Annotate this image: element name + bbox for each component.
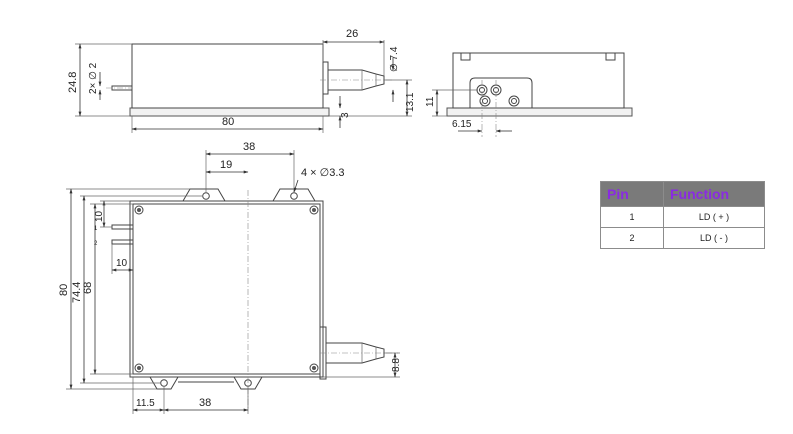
table-row: 1 LD ( + ) (600, 206, 765, 228)
dim-bottom-spacing: 38 (199, 397, 211, 409)
mount-hole-3 (160, 379, 168, 387)
pin-function: LD ( - ) (663, 227, 765, 249)
end-tab-right (605, 52, 616, 61)
screw-bottom-left (134, 363, 144, 373)
table-row: 2 LD ( - ) (600, 227, 765, 249)
dim-body-length: 68 (82, 282, 94, 294)
dim-bottom-offset: 11.5 (136, 398, 155, 409)
end-connector-block (469, 77, 533, 108)
pin-number: 1 (600, 206, 664, 228)
top-pin-2 (111, 239, 134, 245)
dim-end-base-height: 11 (425, 96, 436, 107)
dim-fiber-offset: 8.8 (391, 358, 402, 372)
end-pin-4 (508, 95, 520, 107)
dim-pin-pitch: 10 (94, 210, 105, 222)
side-view: 80 24.8 2× ∅ 2 26 ∅ 7.4 13.1 3 (67, 28, 416, 133)
dim-hole-pitch-y: 74.4 (71, 282, 83, 303)
dim-side-height: 24.8 (67, 72, 79, 93)
dim-hole-offset: 19 (220, 159, 232, 171)
end-view: 11 6.15 (425, 52, 633, 137)
top-ear-left (182, 188, 226, 202)
dim-pin-dia: 2× ∅ 2 (88, 62, 99, 94)
screw-top-right (309, 205, 319, 215)
dim-overall-length: 80 (58, 284, 70, 296)
dim-pin-inset: 10 (116, 258, 128, 269)
end-tab-left (460, 52, 471, 61)
end-base-plate (446, 107, 633, 117)
pin-function-table: Pin Function 1 LD ( + ) 2 LD ( - ) (600, 181, 765, 249)
pin-function: LD ( + ) (663, 206, 765, 228)
end-body (452, 52, 625, 109)
dim-pin-offset: 6.15 (452, 119, 472, 130)
top-view: 1 2 38 19 4 × ∅3.3 10 10 80 (58, 141, 402, 414)
dim-side-length: 80 (222, 116, 234, 128)
pin-table-header: Pin Function (600, 181, 765, 207)
side-fiber-flange (322, 61, 329, 95)
top-base-outline (129, 200, 324, 378)
top-ferrule (325, 342, 385, 364)
dim-fiber-length: 26 (346, 28, 358, 40)
top-body (132, 203, 321, 375)
function-header: Function (663, 181, 765, 207)
mount-hole-1 (202, 192, 210, 200)
side-body (131, 43, 324, 109)
side-base-plate (129, 107, 330, 117)
pin-number: 2 (600, 227, 664, 249)
side-ferrule (327, 69, 385, 91)
dim-fiber-height: 13.1 (405, 92, 416, 112)
dim-ferrule-dia: ∅ 7.4 (389, 46, 400, 72)
mount-hole-2 (290, 192, 298, 200)
end-pin-3 (479, 95, 491, 107)
dim-hole-dia: 4 × ∅3.3 (301, 167, 345, 179)
screw-bottom-right (309, 363, 319, 373)
dim-base-thickness: 3 (340, 112, 351, 118)
screw-top-left (134, 205, 144, 215)
pin-header: Pin (600, 181, 664, 207)
dim-hole-spacing: 38 (243, 141, 255, 153)
